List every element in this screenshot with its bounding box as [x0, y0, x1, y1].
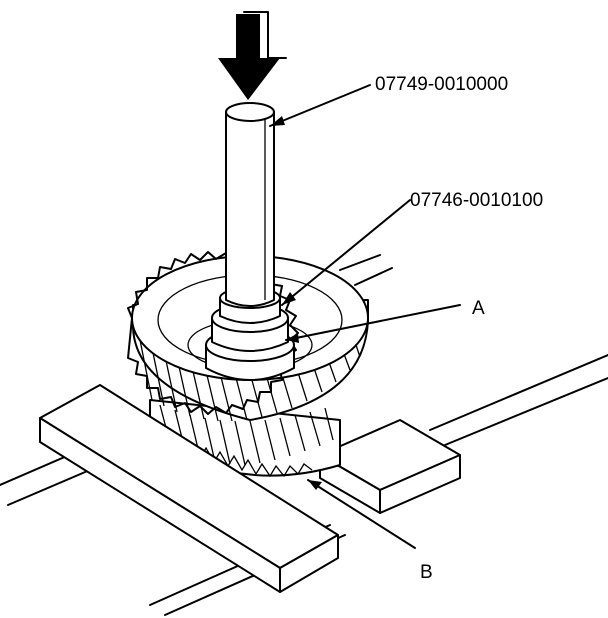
label-tool-07746: 07746-0010100: [410, 190, 543, 211]
label-part-b: B: [420, 562, 433, 583]
leader-lines: [269, 84, 461, 549]
label-part-a: A: [472, 298, 485, 319]
driver-handle: [225, 102, 275, 307]
label-tool-07749: 07749-0010000: [375, 74, 508, 95]
press-direction-arrow: [218, 11, 287, 100]
wood-block-left: [39, 384, 339, 593]
